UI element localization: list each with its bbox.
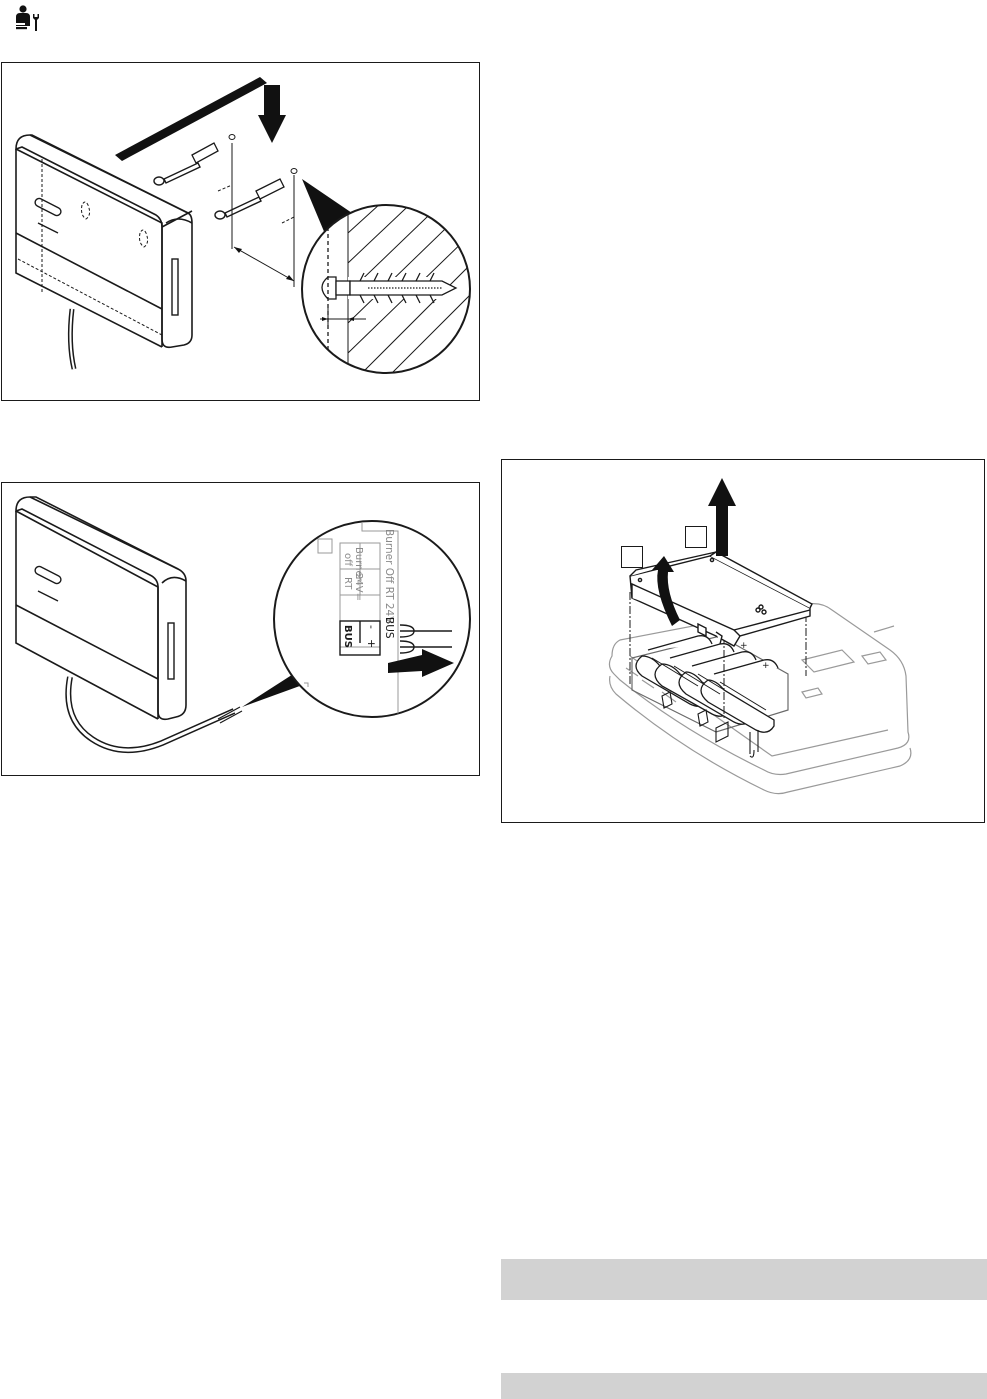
wall-mounting-illustration <box>2 63 480 401</box>
screw-icon <box>154 163 261 219</box>
lift-arrow-icon <box>708 478 736 556</box>
callout-box-1 <box>621 546 643 568</box>
installer-icon <box>14 4 40 32</box>
label-off: off <box>342 553 353 567</box>
label-bus-top: BUS <box>383 617 395 639</box>
label-bus-terminal: BUS <box>342 625 353 648</box>
callout-box-2 <box>685 526 707 548</box>
battery-cover-illustration: + + <box>502 460 985 823</box>
label-burner-off-rt-24v: Burner Off RT 24V <box>383 529 395 624</box>
base-tray <box>609 604 910 794</box>
figure-battery-cover: + + <box>501 459 985 823</box>
label-24v: 24V= <box>353 573 364 601</box>
wall-strip <box>115 77 267 161</box>
section-heading-band-2 <box>501 1373 987 1399</box>
label-bus-minus: - <box>365 625 378 629</box>
figure-wall-mounting <box>1 62 480 401</box>
section-heading-band-1 <box>501 1259 987 1300</box>
side-slot <box>172 259 178 315</box>
terminal-detail-circle: Burner Off RT 24V BUS Burner off 24V= RT… <box>274 521 472 723</box>
indicator-window <box>34 197 63 217</box>
figure-bus-wiring: Burner Off RT 24V BUS Burner off 24V= RT… <box>1 482 480 776</box>
label-rt: RT <box>342 577 353 590</box>
svg-text:+: + <box>762 661 770 671</box>
bus-wiring-illustration: Burner Off RT 24V BUS Burner off 24V= RT… <box>2 483 480 776</box>
svg-text:+: + <box>740 641 748 651</box>
label-bus-plus: + <box>365 639 378 648</box>
wall-plug-icon <box>192 143 284 199</box>
housing-front <box>16 497 186 719</box>
down-arrow-icon <box>258 85 286 143</box>
